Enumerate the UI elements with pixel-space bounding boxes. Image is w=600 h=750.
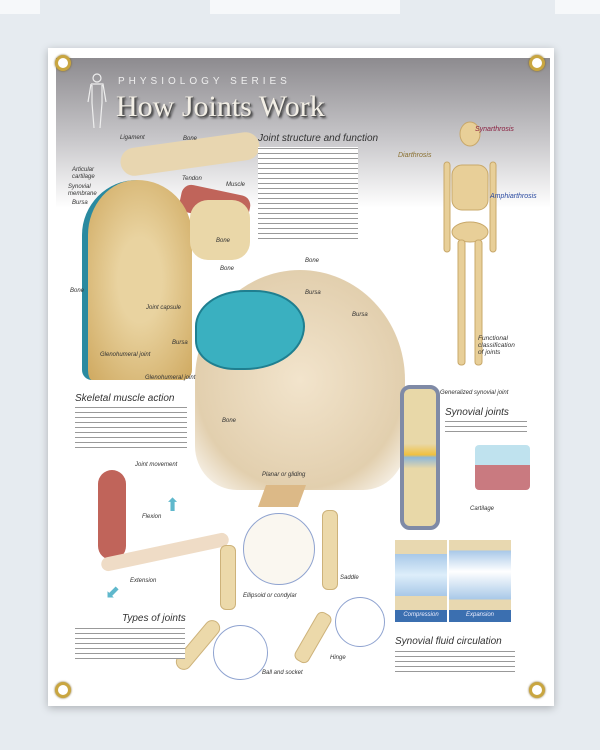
label-planar: Planar or gliding	[262, 472, 306, 478]
label-flexion: Flexion	[142, 514, 162, 520]
skeleton-illustration	[443, 121, 497, 366]
heading-synovial-fluid: Synovial fluid circulation	[395, 636, 502, 647]
label-ball-socket: Ball and socket	[262, 670, 303, 676]
label-bone-right2: Bone	[305, 258, 320, 264]
saddle-joint-illustration	[322, 510, 338, 590]
label-diarthrosis: Diarthrosis	[398, 152, 432, 159]
synovial-joints-text	[445, 420, 527, 436]
label-ellipsoid: Ellipsoid or condylar	[243, 593, 297, 599]
background-tab	[0, 0, 40, 14]
label-articular-cartilage: Articular cartilage	[72, 167, 95, 180]
ellipsoid-joint-illustration	[220, 545, 236, 610]
types-of-joints-text	[75, 627, 185, 659]
label-functional-classification: Functional classification of joints	[478, 335, 515, 357]
skeletal-muscle-text	[75, 406, 187, 448]
label-glenohumeral: Glenohumeral joint	[100, 352, 151, 358]
compression-label: Compression	[395, 610, 447, 622]
label-bone: Bone	[183, 136, 198, 142]
label-tendon: Tendon	[182, 176, 202, 182]
synovial-fluid-text	[395, 650, 515, 672]
compression-panel	[395, 540, 447, 610]
label-bone-scapula: Bone	[216, 238, 231, 244]
label-bursa-right2: Bursa	[352, 312, 368, 318]
background-tab	[210, 0, 400, 14]
biceps-illustration	[98, 470, 126, 560]
bursa-illustration	[195, 290, 305, 370]
label-cartilage: Cartilage	[470, 506, 495, 512]
label-joint-capsule: Joint capsule	[146, 305, 182, 311]
grommet-icon	[529, 55, 545, 71]
label-saddle: Saddle	[340, 575, 359, 581]
grommet-icon	[55, 682, 71, 698]
label-ligament: Ligament	[120, 135, 145, 141]
page-title: How Joints Work	[116, 90, 325, 123]
joint-structure-text	[258, 147, 358, 242]
label-bursa: Bursa	[72, 200, 88, 206]
heading-joint-structure: Joint structure and function	[258, 133, 379, 144]
label-joint-movement: Joint movement	[135, 462, 178, 468]
grommet-icon	[55, 55, 71, 71]
heading-skeletal-muscle: Skeletal muscle action	[75, 393, 175, 404]
label-bone-humerus: Bone	[70, 288, 85, 294]
label-bone-lower: Bone	[222, 418, 237, 424]
label-bursa-right: Bursa	[305, 290, 321, 296]
expansion-panel	[449, 540, 511, 610]
humerus-illustration	[82, 180, 192, 380]
label-muscle: Muscle	[226, 182, 246, 188]
label-glenohumeral-2: Glenohumeral joint	[145, 375, 196, 381]
scapula-illustration	[190, 200, 250, 260]
label-synarthrosis: Synarthrosis	[475, 126, 514, 133]
label-hinge: Hinge	[330, 655, 346, 661]
grommet-icon	[529, 682, 545, 698]
shoulder-inset	[213, 625, 268, 680]
series-label: PHYSIOLOGY SERIES	[118, 76, 291, 87]
label-bone-right: Bone	[220, 266, 235, 272]
label-synovial-membrane: Synovial membrane	[68, 184, 97, 197]
heading-types-of-joints: Types of joints	[122, 613, 186, 624]
human-figure-icon	[87, 73, 107, 129]
elbow-inset	[335, 597, 385, 647]
cartilage-illustration	[475, 445, 530, 490]
synovial-joint-illustration	[400, 385, 440, 530]
arrow-up-icon: ⬆	[165, 495, 181, 515]
background-tab	[555, 0, 600, 14]
planar-joint-illustration	[257, 485, 307, 507]
hand-inset	[243, 513, 315, 585]
label-bursa-lower: Bursa	[172, 340, 188, 346]
heading-synovial-joints: Synovial joints	[445, 407, 509, 418]
expansion-label: Expansion	[449, 610, 511, 622]
label-extension: Extension	[130, 578, 157, 584]
label-generalized-synovial: Generalized synovial joint	[440, 390, 509, 396]
arrow-down-left-icon: ⬋	[105, 582, 121, 602]
label-amphiarthrosis: Amphiarthrosis	[490, 193, 537, 200]
